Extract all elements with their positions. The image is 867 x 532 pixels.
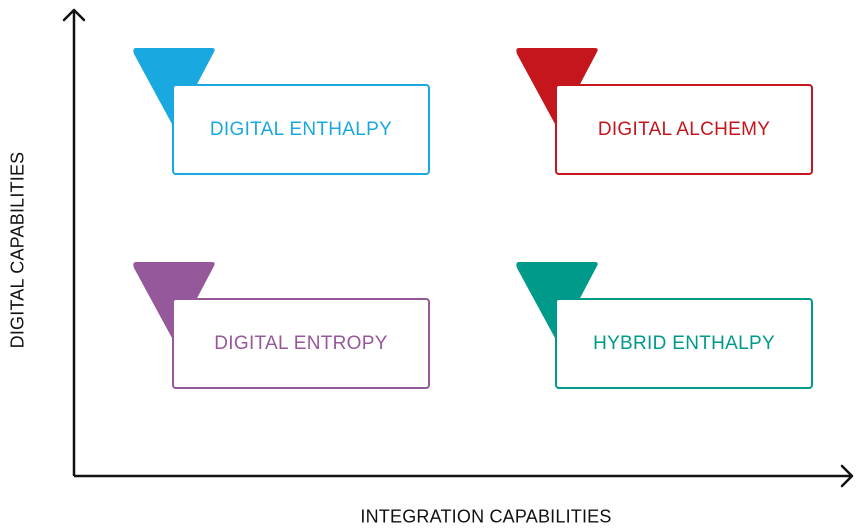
quadrant-box: DIGITAL ENTROPY	[172, 298, 430, 389]
quadrant-label: DIGITAL ENTHALPY	[209, 118, 393, 140]
quadrant-digital-alchemy: DIGITAL ALCHEMY	[515, 48, 815, 180]
y-axis-label: DIGITAL CAPABILITIES	[7, 151, 28, 349]
y-axis-arrowhead	[62, 8, 86, 22]
quadrant-label: DIGITAL ALCHEMY	[597, 118, 771, 140]
quadrant-label: HYBRID ENTHALPY	[593, 332, 775, 354]
quadrant-hybrid-enthalpy: HYBRID ENTHALPY	[515, 262, 815, 394]
x-axis-arrowhead	[840, 464, 854, 488]
quadrant-digital-entropy: DIGITAL ENTROPY	[132, 262, 432, 394]
x-axis-label: INTEGRATION CAPABILITIES	[360, 506, 612, 527]
quadrant-label: DIGITAL ENTROPY	[214, 332, 388, 354]
quadrant-box: DIGITAL ENTHALPY	[172, 84, 430, 175]
quadrant-box: DIGITAL ALCHEMY	[555, 84, 813, 175]
quadrant-digital-enthalpy: DIGITAL ENTHALPY	[132, 48, 432, 180]
quadrant-box: HYBRID ENTHALPY	[555, 298, 813, 389]
